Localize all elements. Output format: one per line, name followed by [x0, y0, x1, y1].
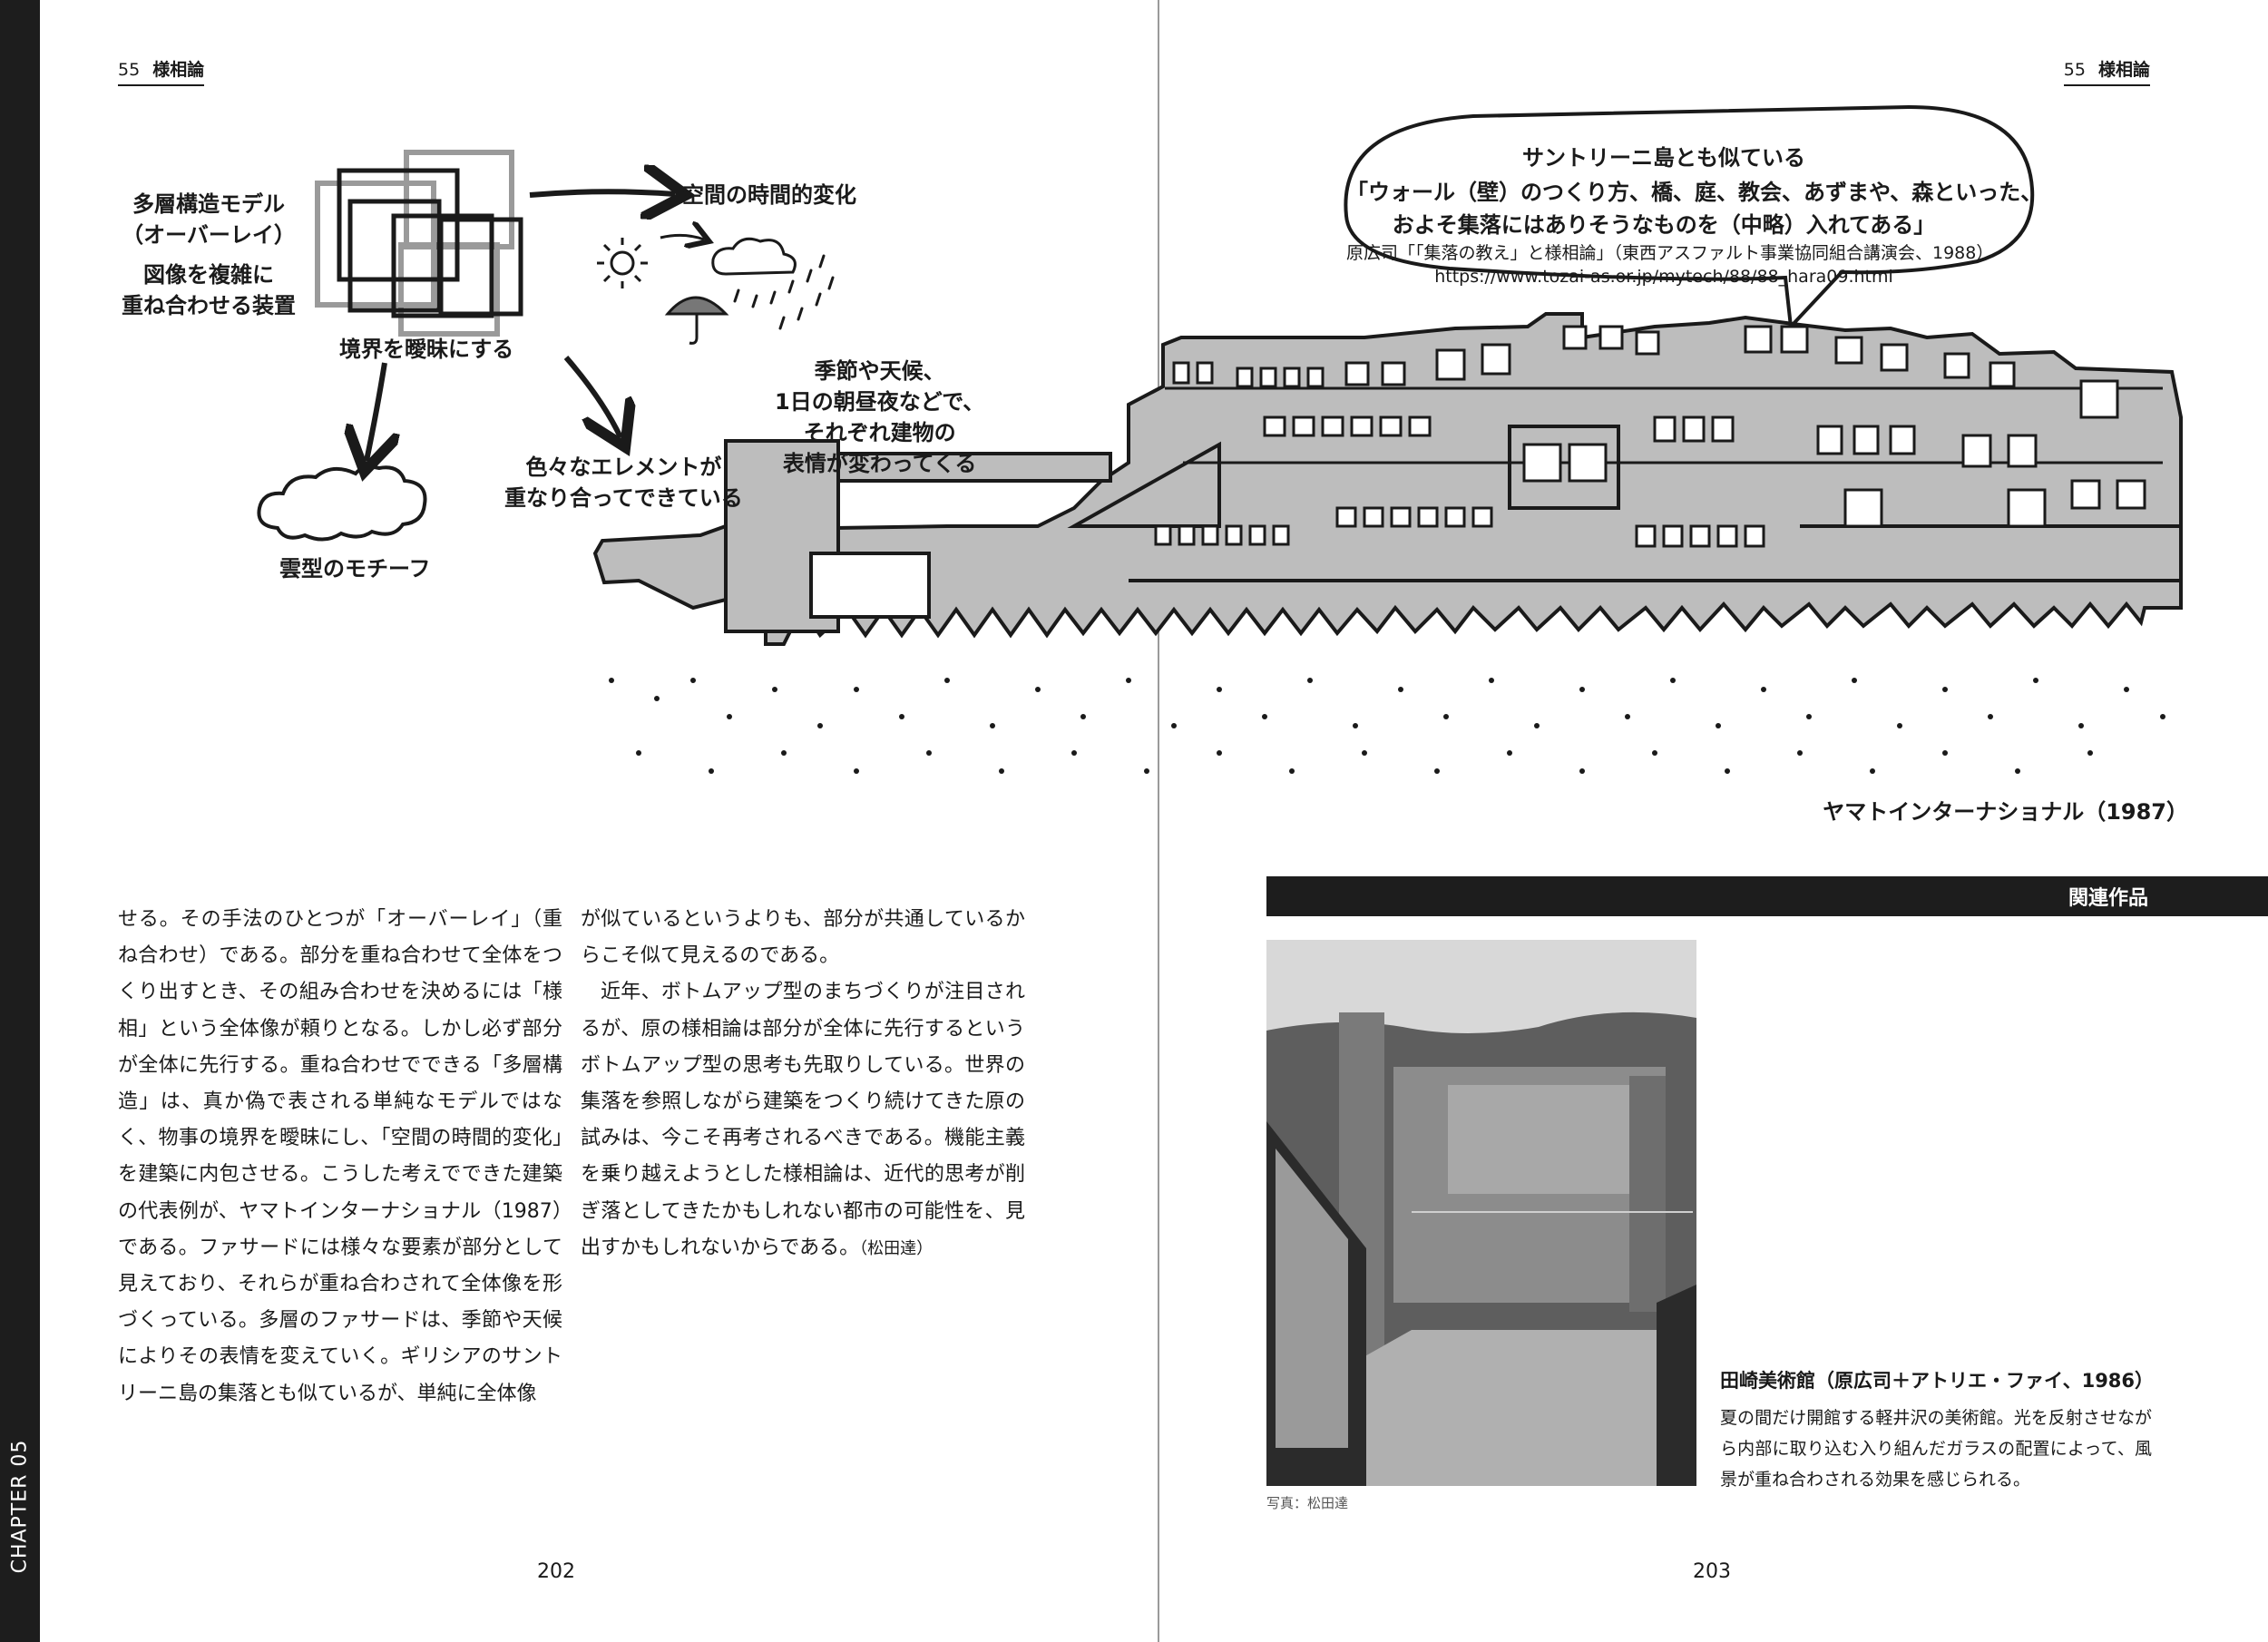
building-drawing — [592, 312, 2183, 774]
museum-photo-drawing — [1266, 940, 1696, 1486]
chapter-spine — [0, 0, 40, 1642]
work-description: 夏の間だけ開館する軽井沢の美術館。光を反射させながら内部に取り込む入り組んだガラ… — [1720, 1408, 2152, 1490]
right-running-head: 55 様相論 — [2063, 56, 2150, 86]
boundary-label: 境界を曖昧にする — [339, 337, 514, 362]
overlay-model-label: 多層構造モデル （オーバーレイ） 図像を複雑に 重ね合わせる装置 — [122, 191, 296, 318]
body-paragraph: が似ているというよりも、部分が共通しているからこそ似て見えるのである。 — [581, 908, 1025, 968]
bubble-text: サントリーニ島とも似ている 「ウォール（壁）のつくり方、橋、庭、教会、あずまや、… — [1346, 140, 2043, 288]
time-change-label: 空間の時間的変化 — [682, 182, 856, 208]
page-gutter — [1158, 0, 1159, 1642]
speech-bubble — [1344, 104, 2035, 331]
bubble-title: サントリーニ島とも似ている — [1522, 145, 1805, 171]
body-column-2: が似ているというよりも、部分が共通しているからこそ似て見えるのである。 近年、ボ… — [581, 902, 1025, 1267]
arrow-small-icon — [660, 235, 704, 239]
illustration-drawing — [257, 104, 2183, 774]
body-paragraph: 近年、ボトムアップ型のまちづくりが注目されるが、原の様相論は部分が全体に先行する… — [581, 981, 1025, 1259]
body-paragraph: せる。その手法のひとつが「オーバーレイ」（重ね合わせ）である。部分を重ね合わせて… — [118, 908, 562, 1405]
cloud-icon — [711, 237, 797, 276]
arrow-down-right-icon — [563, 356, 621, 437]
related-works-header: 関連作品 — [1266, 876, 2268, 916]
sun-icon — [597, 238, 648, 288]
rain-icon — [733, 254, 835, 330]
left-running-head: 55 様相論 — [118, 56, 205, 86]
body-column-1: せる。その手法のひとつが「オーバーレイ」（重ね合わせ）である。部分を重ね合わせて… — [118, 902, 562, 1412]
work-title: 田崎美術館（原広司＋アトリエ・ファイ、1986） — [1720, 1370, 2155, 1392]
section-number: 55 — [118, 60, 141, 80]
chapter-label: CHAPTER 05 — [8, 1439, 32, 1573]
page-number-left: 202 — [537, 1560, 575, 1583]
bubble-quote: 「ウォール（壁）のつくり方、橋、庭、教会、あずまや、森といった、 およそ集落には… — [1346, 180, 2043, 238]
arrow-right-icon — [529, 191, 675, 195]
cloud-motif-icon — [257, 464, 427, 542]
arrow-down-left-icon — [367, 362, 385, 461]
page-number-right: 203 — [1693, 1560, 1731, 1583]
bubble-source: 原広司「「集落の教え」と様相論」（東西アスファルト事業協同組合講演会、1988）… — [1346, 243, 1994, 287]
elements-label: 色々なエレメントが 重なり合ってできている — [504, 454, 743, 511]
museum-photo — [1266, 940, 1696, 1486]
illustration-caption: ヤマトインターナショナル（1987） — [1823, 799, 2188, 825]
section-title: 様相論 — [2097, 60, 2150, 80]
photo-credit: 写真：松田達 — [1266, 1495, 1349, 1511]
section-number: 55 — [2063, 60, 2086, 80]
overlay-squares-icon — [315, 150, 523, 337]
season-label: 季節や天候、 1日の朝昼夜などで、 それぞれ建物の 表情が変わってくる — [775, 358, 985, 476]
author-credit: （松田達） — [859, 1238, 934, 1258]
building-illustration: 多層構造モデル （オーバーレイ） 図像を複雑に 重ね合わせる装置 境界を曖昧にす… — [40, 100, 2268, 898]
cloud-motif-label: 雲型のモチーフ — [279, 556, 431, 582]
section-title: 様相論 — [152, 60, 205, 80]
umbrella-icon — [664, 296, 729, 345]
